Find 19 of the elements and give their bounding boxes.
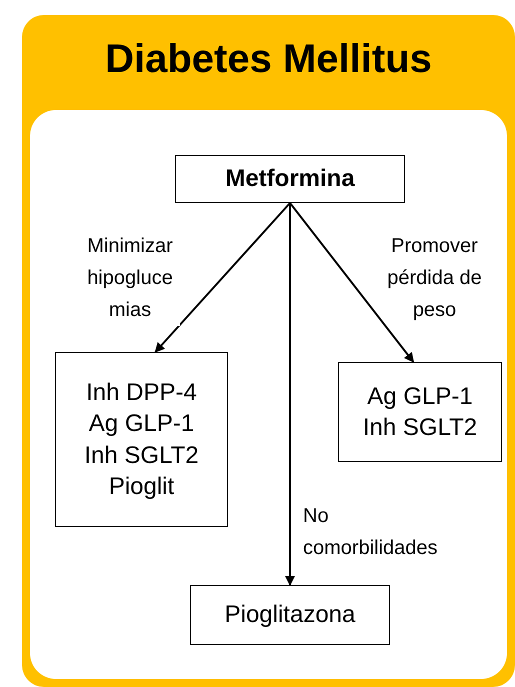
titled-panel [22,15,515,687]
arrow [289,202,414,363]
panel-heading: Diabetes Mellitus [104,37,433,82]
process-box [55,352,228,527]
arrow [285,203,295,586]
process-box [190,585,390,645]
process-box [338,362,502,462]
box-text: Pioglit [108,472,174,502]
arrow [154,202,291,353]
box-text: Ag GLP-1 [367,382,473,412]
edge-label: Promover pérdida de peso [386,234,483,323]
box-text: Inh SGLT2 [84,440,199,470]
process-box [175,155,405,203]
edge-label: No comorbilidades [303,504,439,561]
box-text: Pioglitazona [224,600,356,630]
box-text: Inh SGLT2 [362,413,478,443]
box-text: Metformina [225,164,355,194]
box-text: Ag GLP-1 [88,409,194,440]
box-text: Inh DPP-4 [86,378,197,408]
